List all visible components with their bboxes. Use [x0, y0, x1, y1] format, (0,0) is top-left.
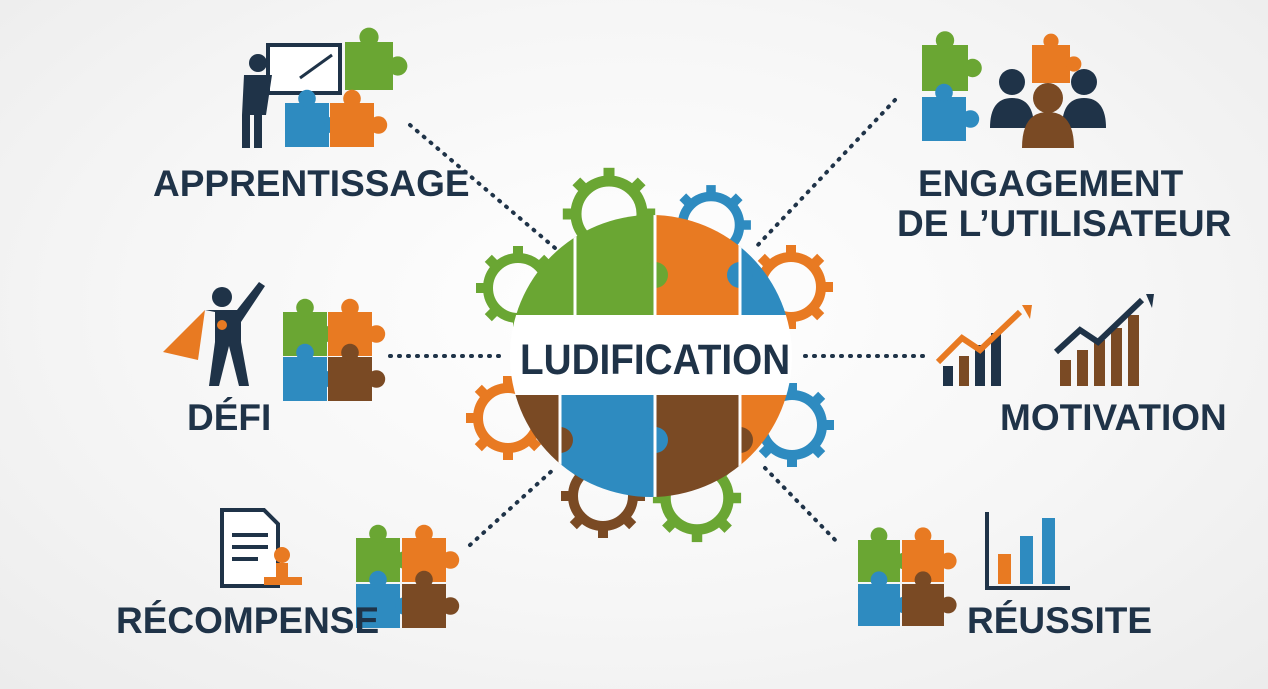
- bar-chart-icon: [985, 512, 1070, 590]
- connector-lines: [388, 98, 927, 547]
- label-defi: DÉFI: [187, 397, 272, 438]
- label-engagement-line2: DE L’UTILISATEUR: [897, 203, 1232, 244]
- title-band: [510, 315, 792, 395]
- certificate-stamp-icon: [220, 508, 302, 588]
- label-recompense: RÉCOMPENSE: [116, 600, 380, 641]
- connector-recompense: [468, 466, 557, 547]
- growth-chart-icon: [1053, 294, 1154, 386]
- team-icon: [990, 69, 1106, 148]
- label-engagement-line1: ENGAGEMENT: [918, 163, 1184, 204]
- superhero-icon: [163, 282, 265, 386]
- connector-reussite: [763, 466, 842, 547]
- teacher-icon: [242, 43, 342, 148]
- label-motivation: MOTIVATION: [1000, 397, 1227, 438]
- growth-chart-icon: [935, 305, 1032, 386]
- puzzle-icon: [283, 298, 386, 401]
- puzzle-icon: [858, 527, 957, 626]
- label-reussite: RÉUSSITE: [967, 600, 1153, 641]
- central-title: LUDIFICATION: [520, 336, 791, 384]
- connector-engagement: [753, 98, 897, 250]
- label-apprentissage: APPRENTISSAGE: [153, 163, 470, 204]
